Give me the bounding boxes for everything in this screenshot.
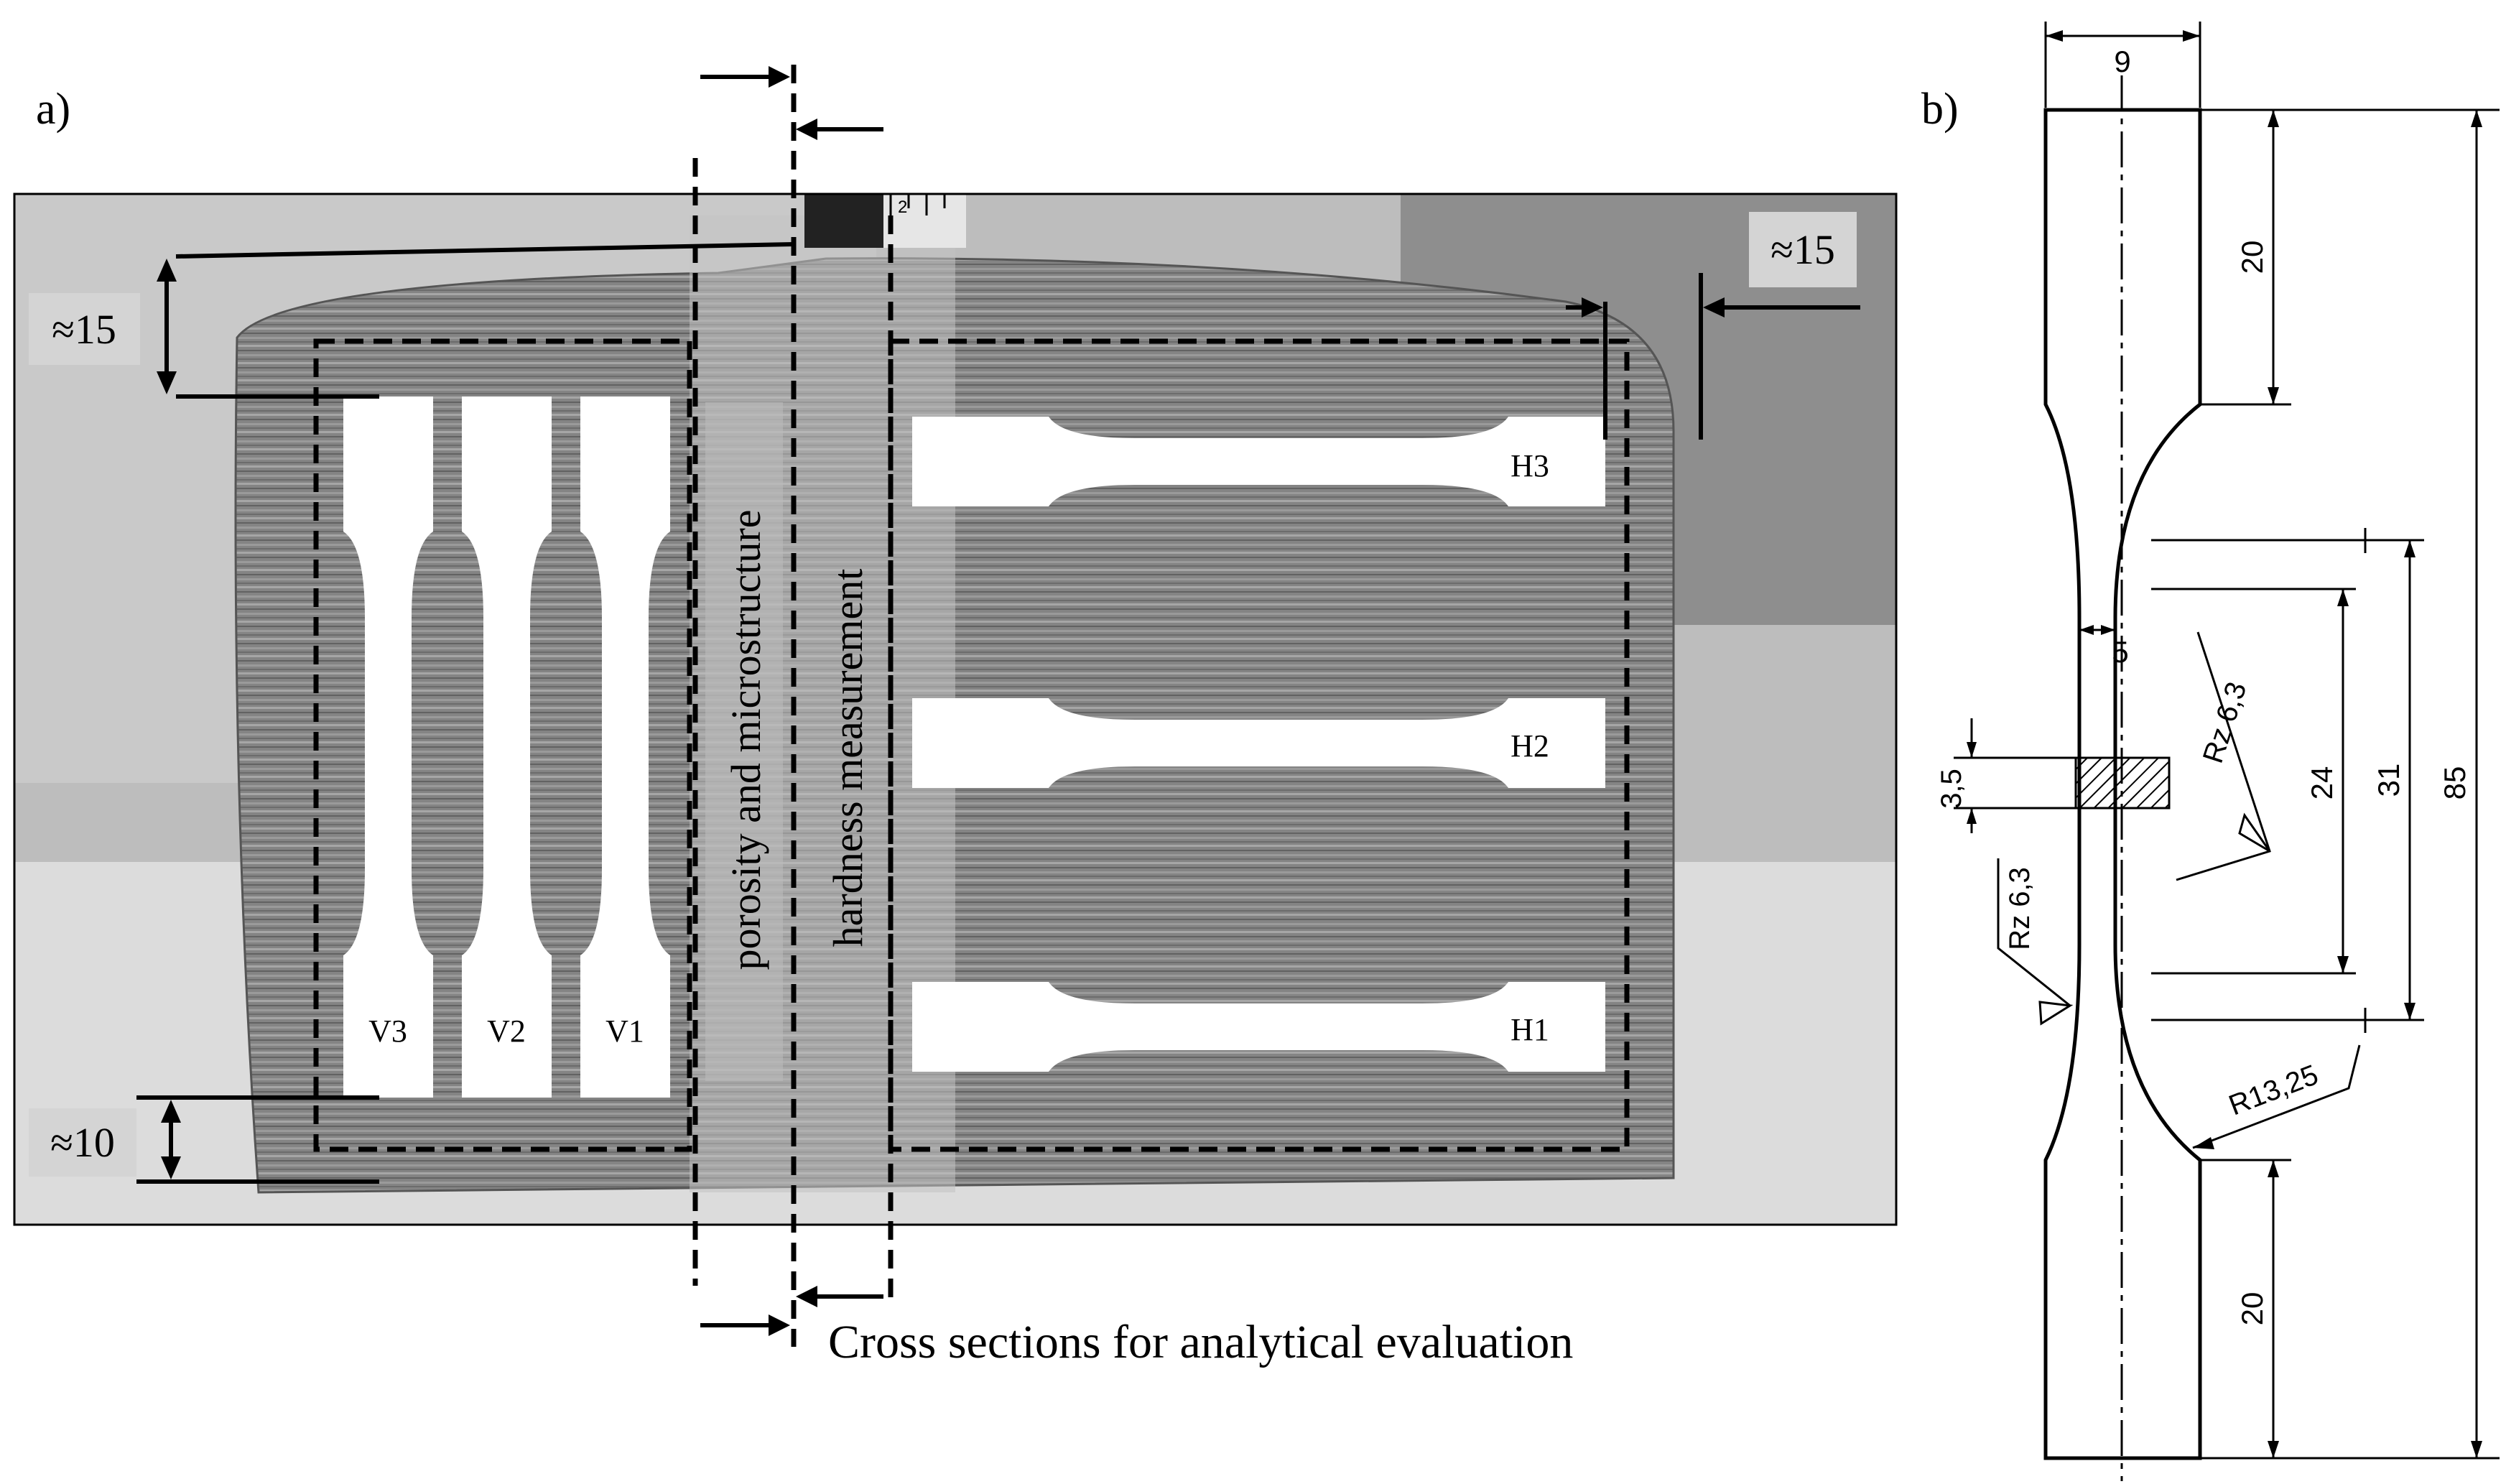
specimen-label-h3: H3 <box>1510 448 1549 483</box>
dim-parallel-length-label: 31 <box>2372 764 2405 797</box>
dim-gauge-width: 5 <box>2079 625 2129 669</box>
panel-b-label: b) <box>1921 85 1959 134</box>
dim-gauge-width-label: 5 <box>2112 635 2128 669</box>
dim-section-height: 3,5 <box>1936 718 2076 833</box>
roughness-left-label: Rz 6,3 <box>2004 867 2036 950</box>
dim-grip-top-label: 20 <box>2235 241 2269 274</box>
dimension-top-right: ≈15 <box>1566 212 1860 440</box>
hatched-section <box>2074 756 2171 810</box>
dim-parallel-length: 31 <box>2151 528 2424 1033</box>
vertical-specimens: V3 V2 V1 <box>343 396 670 1098</box>
dim-grip-bottom-label: 20 <box>2235 1292 2269 1326</box>
specimen-h1 <box>912 982 1605 1072</box>
specimen-v3 <box>343 396 433 1098</box>
specimen-h2 <box>912 698 1605 788</box>
photo-frame <box>13 193 1898 1226</box>
roughness-right: Rz 6,3 <box>2176 631 2271 881</box>
section-arrows <box>700 66 883 1336</box>
specimen-v1 <box>580 396 670 1098</box>
dim-radius-label: R13,25 <box>2224 1059 2322 1121</box>
horizontal-specimens: H3 H2 H1 <box>912 417 1605 1072</box>
ruler: 2 <box>804 194 966 248</box>
specimen-label-v3: V3 <box>368 1014 407 1049</box>
dim-width: 9 <box>2044 22 2201 108</box>
dim-radius: R13,25 <box>2192 1044 2361 1149</box>
dim-bottom-left-label: ≈10 <box>50 1119 115 1166</box>
hardness-measurement-label: hardness measurement <box>825 569 871 947</box>
porosity-microstructure-label: porosity and microstructure <box>723 509 769 970</box>
dim-grip-bottom: 20 <box>2200 1159 2291 1458</box>
specimen-label-v2: V2 <box>487 1014 526 1049</box>
dim-width-label: 9 <box>2114 45 2130 78</box>
dim-grip-top: 20 <box>2200 110 2291 406</box>
dim-section-height-label: 3,5 <box>1936 769 1967 809</box>
specimen-v2 <box>462 396 552 1098</box>
dim-top-right-label: ≈15 <box>1771 226 1835 273</box>
panel-a-label: a) <box>36 85 70 134</box>
porosity-label-background <box>705 402 783 1081</box>
specimen-h3 <box>912 417 1605 506</box>
roughness-left: Rz 6,3 <box>1997 858 2074 1026</box>
panel-a: a) 2 V3 <box>13 65 1898 1368</box>
dim-gauge-length: 24 <box>2151 588 2356 975</box>
dim-gauge-length-label: 24 <box>2305 766 2339 800</box>
panel-b: b) 9 85 20 <box>1921 22 2500 1481</box>
specimen-label-h2: H2 <box>1510 728 1549 764</box>
specimen-label-v1: V1 <box>605 1014 644 1049</box>
dimension-bottom-left: ≈10 <box>29 1095 379 1184</box>
roughness-right-label: Rz 6,3 <box>2197 678 2253 767</box>
dashed-regions <box>313 65 1630 1347</box>
dim-total-length-label: 85 <box>2438 766 2472 800</box>
specimen-label-h1: H1 <box>1510 1012 1549 1047</box>
cross-section-caption: Cross sections for analytical evaluation <box>828 1316 1573 1368</box>
dimension-top-left: ≈15 <box>29 242 794 399</box>
vertical-region-frame <box>313 338 692 1152</box>
dim-top-left-label: ≈15 <box>52 306 116 353</box>
ruler-label: 2 <box>898 198 907 217</box>
